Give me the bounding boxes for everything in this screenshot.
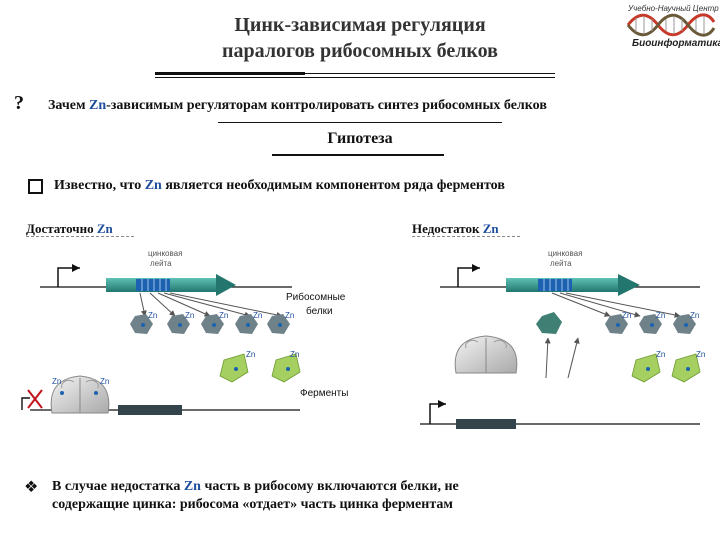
panel-label-deficient-underline bbox=[412, 236, 520, 237]
hypothesis-rule bbox=[272, 154, 444, 156]
promoter-arrow-right-icon bbox=[457, 267, 480, 287]
translation-arrows bbox=[139, 292, 283, 318]
panel-label-deficient: Недостаток Zn bbox=[412, 221, 499, 236]
enzymes-label: Ферменты bbox=[300, 388, 348, 399]
known-statement: Известно, что Zn является необходимым ко… bbox=[54, 178, 505, 193]
conclusion-text: В случае недостатка Zn часть в рибосому … bbox=[52, 479, 459, 512]
logo-title: Биоинформатика bbox=[632, 38, 720, 49]
ribosomal-proteins-label: Рибосомные bbox=[286, 291, 346, 303]
svg-text:Zn: Zn bbox=[219, 311, 228, 320]
panel-label-sufficient: Достаточно Zn bbox=[26, 221, 113, 236]
repressed-gene bbox=[118, 405, 182, 415]
question-text: Зачем Zn-зависимым регуляторам контролир… bbox=[48, 98, 547, 113]
svg-text:цинковая: цинковая bbox=[548, 249, 582, 258]
svg-text:лейта: лейта bbox=[550, 259, 572, 268]
svg-text:Zn: Zn bbox=[656, 350, 665, 359]
svg-text:лейта: лейта bbox=[150, 259, 172, 268]
svg-text:Zn: Zn bbox=[690, 311, 699, 320]
enzymes-left: Zn Zn bbox=[219, 350, 301, 383]
logo-caption: Учебно-Научный Центр bbox=[628, 4, 719, 13]
zinc-leader-region bbox=[136, 279, 170, 291]
svg-text:Zn: Zn bbox=[148, 311, 157, 320]
checkbox-bullet-icon bbox=[28, 179, 43, 194]
ribosomal-proteins-right: Zn Zn Zn bbox=[536, 311, 699, 334]
slide-title: Цинк-зависимая регуляция паралогов рибос… bbox=[150, 12, 570, 64]
hypothesis-heading: Гипотеза bbox=[327, 130, 393, 147]
svg-text:Zn: Zn bbox=[290, 350, 299, 359]
diamond-bullet-icon: ❖ bbox=[24, 479, 39, 496]
right-panel: цинковая лейта Zn Zn Zn bbox=[420, 249, 705, 429]
upregulation-arrows bbox=[544, 337, 580, 379]
svg-text:Zn: Zn bbox=[100, 377, 109, 386]
question-mark: ? bbox=[14, 92, 24, 114]
promoter-arrow-small-icon bbox=[21, 397, 30, 410]
svg-text:Zn: Zn bbox=[52, 377, 61, 386]
svg-text:Zn: Zn bbox=[656, 311, 665, 320]
svg-text:Zn: Zn bbox=[622, 311, 631, 320]
ribosomal-proteins-with-zn: Zn Zn Zn Zn Zn bbox=[130, 311, 294, 334]
regulation-diagram: цинковая лейта Zn Zn Zn Zn bbox=[21, 249, 705, 429]
title-rule-under bbox=[155, 77, 555, 78]
enzymes-right: Zn Zn bbox=[631, 350, 705, 383]
svg-text:Zn: Zn bbox=[285, 311, 294, 320]
inhibition-x-icon bbox=[27, 389, 43, 409]
ribosome-right bbox=[454, 335, 518, 374]
promoter-arrow-icon bbox=[57, 267, 80, 287]
zinc-leader-region-right bbox=[538, 279, 572, 291]
title-line-2: паралогов рибосомных белков bbox=[222, 40, 498, 62]
svg-text:Zn: Zn bbox=[253, 311, 262, 320]
ribosome-left: Zn Zn bbox=[50, 375, 110, 414]
left-panel: цинковая лейта Zn Zn Zn Zn bbox=[21, 249, 301, 415]
svg-text:Zn: Zn bbox=[246, 350, 255, 359]
question-rule bbox=[218, 122, 502, 123]
logo-dna-icon bbox=[626, 13, 716, 37]
svg-text:Zn: Zn bbox=[696, 350, 705, 359]
svg-text:белки: белки bbox=[306, 305, 333, 317]
active-gene bbox=[456, 419, 516, 429]
title-rule-thin bbox=[305, 73, 555, 74]
svg-text:Zn: Zn bbox=[185, 311, 194, 320]
title-rule-thick bbox=[155, 72, 305, 75]
title-line-1: Цинк-зависимая регуляция bbox=[234, 14, 486, 36]
leader-label: цинковая bbox=[148, 249, 182, 258]
panel-label-sufficient-underline bbox=[26, 236, 134, 237]
